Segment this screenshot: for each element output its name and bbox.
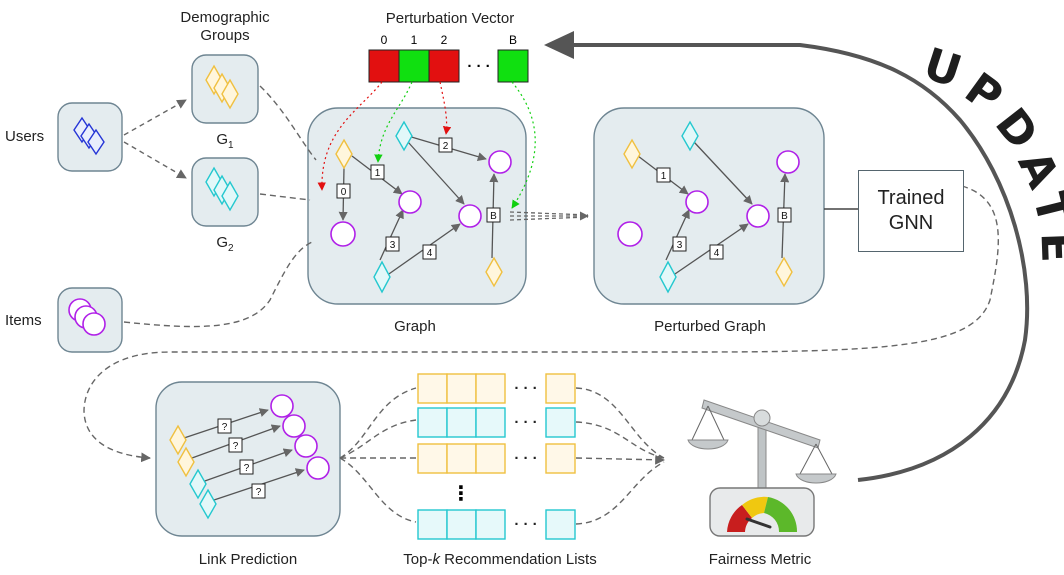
recommendation-list-2: [417, 407, 576, 438]
perturbation-index-B: B: [509, 33, 517, 47]
perturbed-graph-label: Perturbed Graph: [654, 318, 766, 335]
topk-suffix: Recommendation Lists: [439, 551, 597, 568]
trained-gnn-box: Trained GNN: [858, 170, 964, 252]
link-prediction-items: [270, 394, 330, 480]
perturbation-cell-1: [398, 49, 430, 83]
fairness-metric-label: Fairness Metric: [708, 551, 812, 568]
link-mark-4: ?: [256, 487, 262, 498]
graph-label: Graph: [394, 318, 436, 335]
group2-diamonds-icon: [205, 166, 239, 212]
update-letter-T: T: [1023, 188, 1064, 229]
group1-letter: G: [216, 131, 229, 148]
link-mark-1: ?: [222, 422, 228, 433]
update-arrow-icon: [560, 43, 1030, 482]
perturbed-edge-label-B: B: [781, 211, 788, 222]
graph-user-nodes: [335, 120, 503, 294]
demographic-groups-line1: Demographic: [180, 9, 270, 26]
perturbation-ellipsis: · · ·: [467, 58, 490, 75]
link-mark-3: ?: [244, 463, 250, 474]
graph-user-cyan-2: [373, 260, 391, 294]
group2-letter: G: [216, 234, 229, 251]
recommendation-list-3: [417, 443, 576, 474]
recommendation-list-4: [417, 509, 576, 540]
list-ellipsis-2: · · ·: [514, 414, 537, 431]
perturbation-vector: [368, 49, 529, 83]
perturbation-cell-B: [497, 49, 529, 83]
gauge-icon: [709, 487, 815, 537]
trained-gnn-line1: Trained: [877, 187, 945, 209]
demographic-groups-label: Demographic Groups: [160, 9, 290, 45]
graph-user-yellow-1: [335, 138, 353, 170]
update-letter-U: U: [918, 38, 968, 98]
graph-edge-label-4: 4: [427, 248, 433, 259]
items-circles-icon: [68, 298, 106, 336]
recommendation-list-1: [417, 373, 576, 404]
graph-edge-label-2: 2: [443, 141, 449, 152]
perturbed-item-nodes: [617, 150, 800, 247]
perturbation-index-1: 1: [411, 33, 418, 47]
graph-edge-label-3: 3: [390, 240, 396, 251]
link-prediction-tags: [217, 418, 266, 499]
perturbed-graph-panel: [593, 107, 825, 305]
graph-user-cyan-1: [395, 120, 413, 152]
graph-edge-label-1: 1: [375, 168, 381, 179]
users-label: Users: [5, 128, 45, 145]
topk-recommendation-label: Top-k Recommendation Lists: [380, 551, 620, 568]
graph-user-yellow-2: [485, 256, 503, 288]
perturbation-cell-2: [428, 49, 460, 83]
group1-label: G1: [210, 131, 240, 151]
perturbed-user-nodes: [623, 120, 793, 294]
graph-item-nodes: [330, 150, 512, 247]
demographic-groups-line2: Groups: [200, 27, 250, 44]
items-label: Items: [5, 312, 42, 329]
perturbed-edge-label-1: 1: [661, 171, 667, 182]
graph-edge-label-0: 0: [341, 187, 347, 198]
list-ellipsis-4: · · ·: [514, 516, 537, 533]
link-prediction-users: [169, 424, 217, 520]
update-letter-E: E: [1030, 232, 1064, 264]
group2-label: G2: [210, 234, 240, 254]
group1-subscript: 1: [228, 140, 234, 151]
users-diamonds-icon: [73, 116, 105, 156]
perturbation-index-0: 0: [381, 33, 388, 47]
list-ellipsis-1: · · ·: [514, 380, 537, 397]
update-letter-P: P: [955, 63, 1011, 123]
perturbed-edge-label-3: 3: [677, 240, 683, 251]
lists-vertical-ellipsis: ⋮: [451, 481, 471, 505]
list-ellipsis-3: · · ·: [514, 450, 537, 467]
topk-k: k: [432, 551, 440, 568]
perturbed-edge-tags: [656, 167, 792, 260]
perturbation-index-2: 2: [441, 33, 448, 47]
perturbed-edge-label-4: 4: [714, 248, 720, 259]
link-prediction-label: Link Prediction: [198, 551, 298, 568]
perturbation-cell-0: [368, 49, 400, 83]
graph-edge-tags: [336, 137, 501, 260]
balance-scale-icon: [687, 399, 837, 501]
graph-edge-label-B: B: [490, 211, 497, 222]
group2-subscript: 2: [228, 243, 234, 254]
topk-prefix: Top-: [403, 551, 433, 568]
group1-diamonds-icon: [205, 64, 239, 110]
trained-gnn-line2: GNN: [888, 212, 934, 234]
perturbation-vector-label: Perturbation Vector: [385, 10, 515, 27]
update-arrowhead: [544, 31, 574, 59]
link-mark-2: ?: [233, 441, 239, 452]
